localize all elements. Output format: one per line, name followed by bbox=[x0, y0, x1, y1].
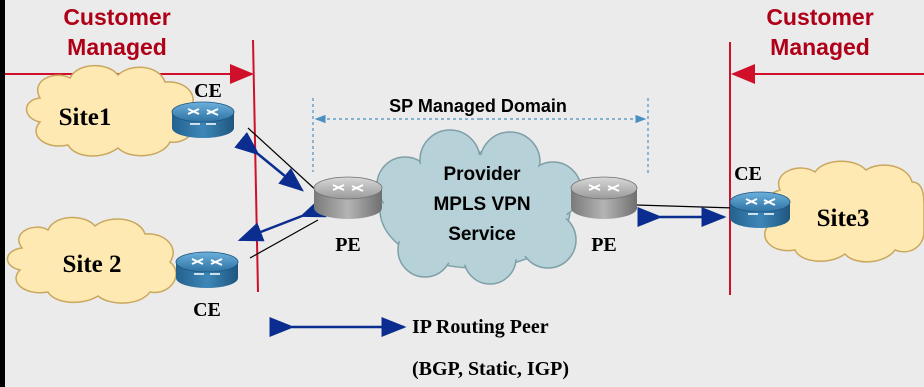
right-managed-line2: Managed bbox=[770, 34, 870, 60]
link-ce1-pe bbox=[247, 127, 319, 193]
peer-arrow-site2 bbox=[237, 198, 327, 242]
provider-line1: Provider bbox=[443, 164, 521, 185]
legend-line2: (BGP, Static, IGP) bbox=[412, 358, 569, 380]
domain-label: SP Managed Domain bbox=[389, 96, 567, 116]
ce-router-site2-icon bbox=[175, 251, 239, 288]
peer-arrow-site1 bbox=[234, 132, 304, 192]
pe-left-label: PE bbox=[335, 234, 361, 256]
link-pe-ce3 bbox=[635, 204, 736, 209]
ce-site2-label: CE bbox=[193, 299, 221, 321]
ce-router-site1-icon bbox=[171, 101, 235, 138]
site3-cloud bbox=[758, 160, 924, 263]
pe-right-label: PE bbox=[591, 234, 617, 256]
legend-line1: IP Routing Peer bbox=[412, 316, 549, 338]
right-managed-line1: Customer bbox=[766, 4, 873, 30]
ce-router-site3-icon bbox=[729, 191, 791, 228]
provider-line2: MPLS VPN bbox=[433, 194, 530, 215]
provider-cloud bbox=[376, 129, 582, 285]
left-managed-line1: Customer bbox=[63, 4, 170, 30]
ce-site1-label: CE bbox=[194, 80, 222, 102]
provider-line3: Service bbox=[448, 224, 516, 245]
site1-label: Site1 bbox=[59, 104, 112, 131]
site2-cloud bbox=[6, 216, 177, 304]
pe-router-left-icon bbox=[313, 176, 383, 219]
pe-router-right-icon bbox=[570, 176, 638, 219]
ce-site3-label: CE bbox=[734, 163, 762, 185]
site2-label: Site 2 bbox=[62, 251, 121, 278]
left-managed-line2: Managed bbox=[67, 34, 167, 60]
link-ce2-pe bbox=[249, 219, 319, 259]
site3-label: Site3 bbox=[817, 205, 870, 232]
